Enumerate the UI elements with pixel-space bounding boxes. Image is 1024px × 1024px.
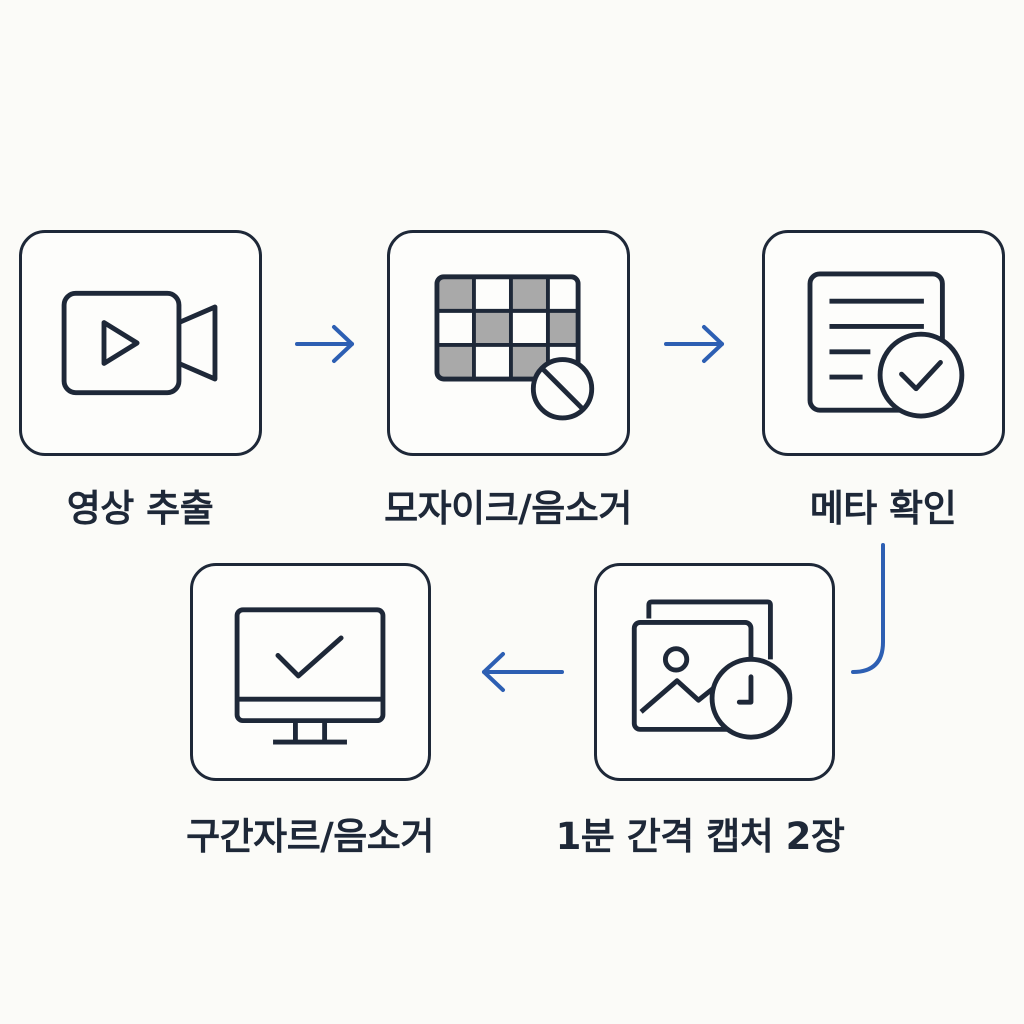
mosaic-grid-icon (434, 274, 595, 421)
monitor-check-icon (234, 607, 386, 745)
step-trim-mute (190, 563, 431, 781)
step-meta-check (762, 230, 1005, 456)
arrow-right-icon-2 (664, 325, 724, 363)
step-label-meta-check: 메타 확인 (809, 487, 957, 530)
arrow-right-icon-1 (295, 325, 354, 363)
step-mosaic-mute (387, 230, 630, 456)
step-label-mosaic-mute: 모자이크/음소거 (384, 487, 632, 530)
step-label-video-extract: 영상 추출 (66, 487, 214, 530)
step-label-trim-mute: 구간자르/음소거 (186, 815, 434, 858)
step-capture (594, 563, 835, 781)
connector-curve (851, 543, 885, 674)
arrow-left-icon (482, 652, 564, 692)
document-check-icon (807, 271, 965, 419)
images-clock-icon (631, 599, 793, 740)
video-camera-icon (61, 290, 218, 396)
step-label-capture: 1분 간격 캡처 2장 (555, 815, 845, 858)
step-video-extract (19, 230, 262, 456)
